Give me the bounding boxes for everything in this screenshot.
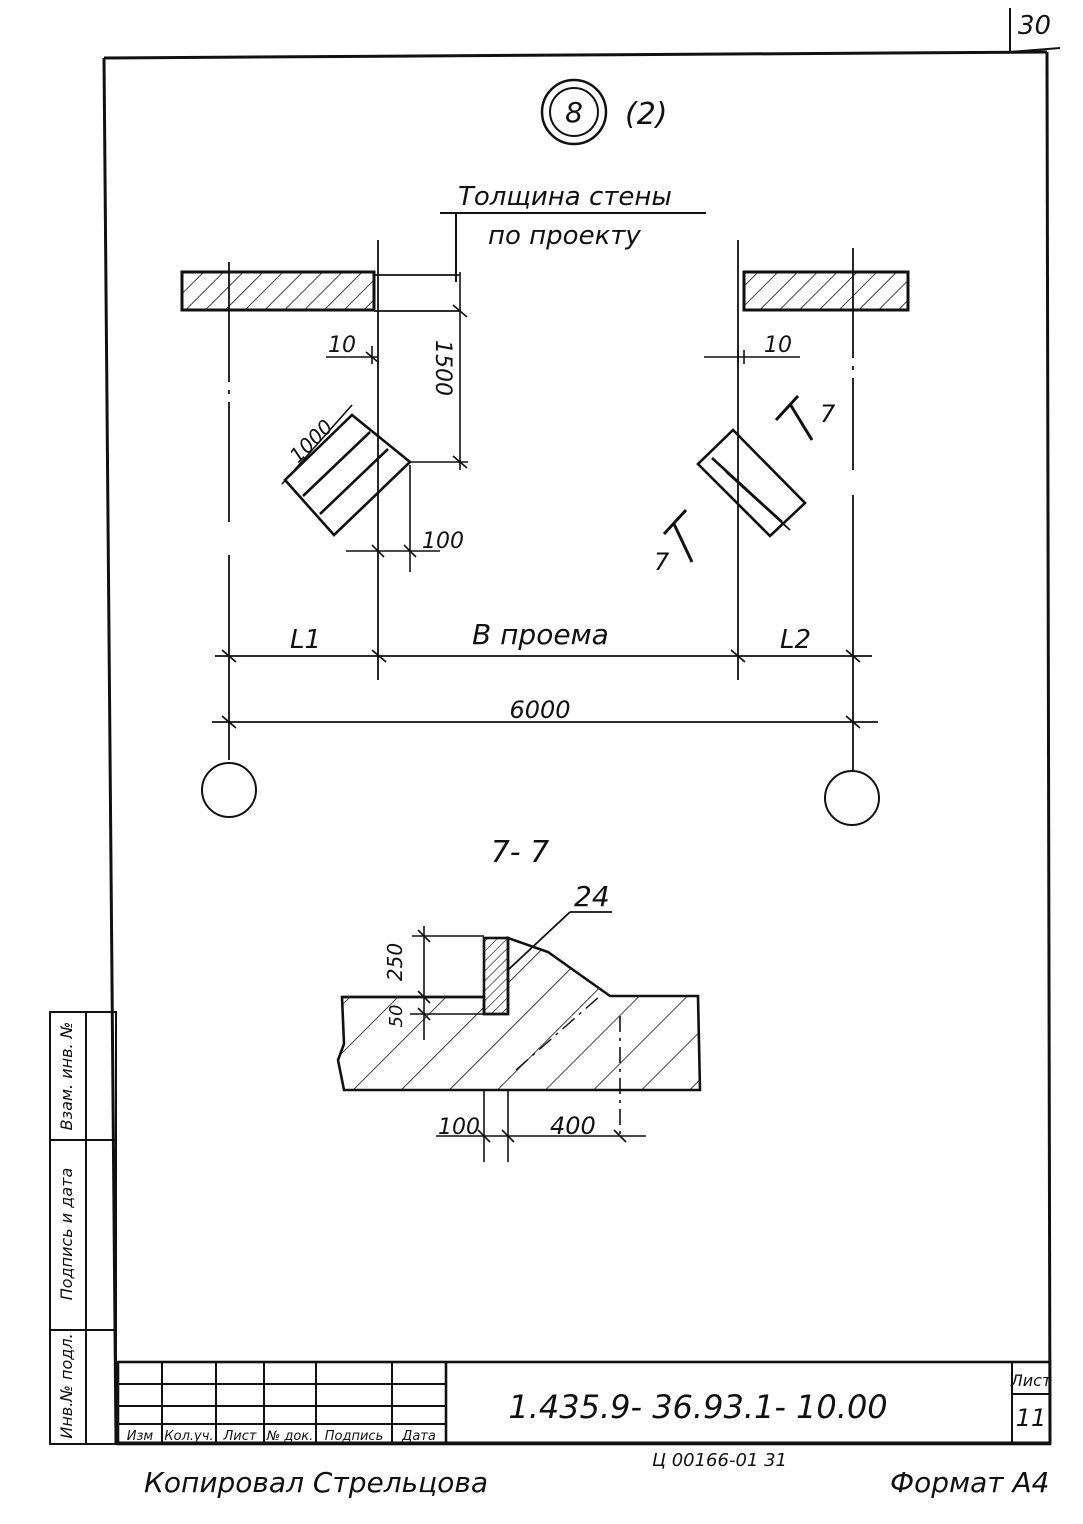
title-col-data: Дата: [401, 1429, 436, 1444]
dim-400-label: 400: [550, 1112, 596, 1140]
dim-10-left-label: 10: [328, 333, 356, 358]
dim-10-right-label: 10: [764, 333, 792, 358]
right-pad-plan: [696, 428, 807, 538]
title-col-list: Лист: [223, 1429, 257, 1444]
section-mark-upper: [774, 394, 814, 441]
section-mark-lower: [662, 508, 694, 563]
title-col-koluch: Кол.уч.: [164, 1429, 213, 1444]
dim-1000-label: 1000: [285, 415, 338, 468]
dim-6000: [212, 715, 878, 729]
dim-250-label: 250: [383, 943, 407, 981]
dim-50-label: 50: [386, 1005, 407, 1028]
wall-note-line2: по проекту: [488, 221, 641, 251]
dim-250-50: [410, 926, 484, 1040]
detail-mark-number: 8: [565, 96, 583, 129]
item-24-leader: [507, 911, 612, 971]
document-designation: 1.435.9- 36.93.1- 10.00: [508, 1388, 887, 1426]
archive-code: Ц 00166-01 31: [652, 1450, 787, 1471]
title-col-podpis: Подпись: [325, 1429, 383, 1444]
section-mark-upper-label: 7: [820, 400, 836, 428]
side-stamp: [49, 1011, 117, 1445]
dim-L1-label: L1: [290, 625, 321, 655]
dim-10-right: [704, 350, 800, 364]
dim-100-section-label: 100: [438, 1115, 480, 1140]
axis-bubble-right: [824, 770, 880, 826]
item-24-label: 24: [574, 880, 610, 913]
axis-bubble-left: [201, 762, 257, 818]
section-mark-lower-label: 7: [654, 548, 670, 576]
title-col-izm: Изм: [127, 1429, 154, 1444]
copied-by: Копировал Стрельцова: [144, 1466, 488, 1499]
sheet-number: 11: [1016, 1404, 1047, 1432]
dim-10-left: [326, 346, 379, 364]
dim-100-label: 100: [422, 529, 464, 554]
dim-100: [346, 465, 440, 572]
sheet-label: Лист: [1010, 1371, 1052, 1390]
right-wall: [742, 270, 910, 312]
title-col-ndok: № док.: [266, 1429, 314, 1444]
axis-lines: [228, 240, 854, 770]
dim-opening-label: В проема: [472, 618, 609, 651]
side-stamp-cell-1: Инв.№ подл.: [57, 1333, 76, 1438]
detail-mark: [540, 78, 608, 146]
sheet-corner-number: 30: [1018, 11, 1051, 41]
section-title: 7- 7: [491, 835, 550, 870]
dim-1500-label: 1500: [430, 340, 455, 396]
dim-100-400: [436, 1090, 646, 1162]
dim-6000-label: 6000: [509, 696, 570, 724]
left-wall: [180, 270, 460, 312]
dim-L2-label: L2: [780, 625, 811, 655]
wall-note-line1: Толщина стены: [458, 182, 672, 212]
sheet-format: Формат А4: [890, 1466, 1049, 1499]
left-pad-plan: [281, 404, 412, 537]
side-stamp-cell-3: Взам. инв. №: [57, 1022, 76, 1131]
dim-1500: [410, 272, 468, 470]
title-block-grid: [116, 1360, 1052, 1446]
side-stamp-cell-2: Подпись и дата: [57, 1168, 76, 1301]
dim-chain-opening: [215, 649, 872, 663]
detail-mark-variant: (2): [625, 97, 668, 132]
